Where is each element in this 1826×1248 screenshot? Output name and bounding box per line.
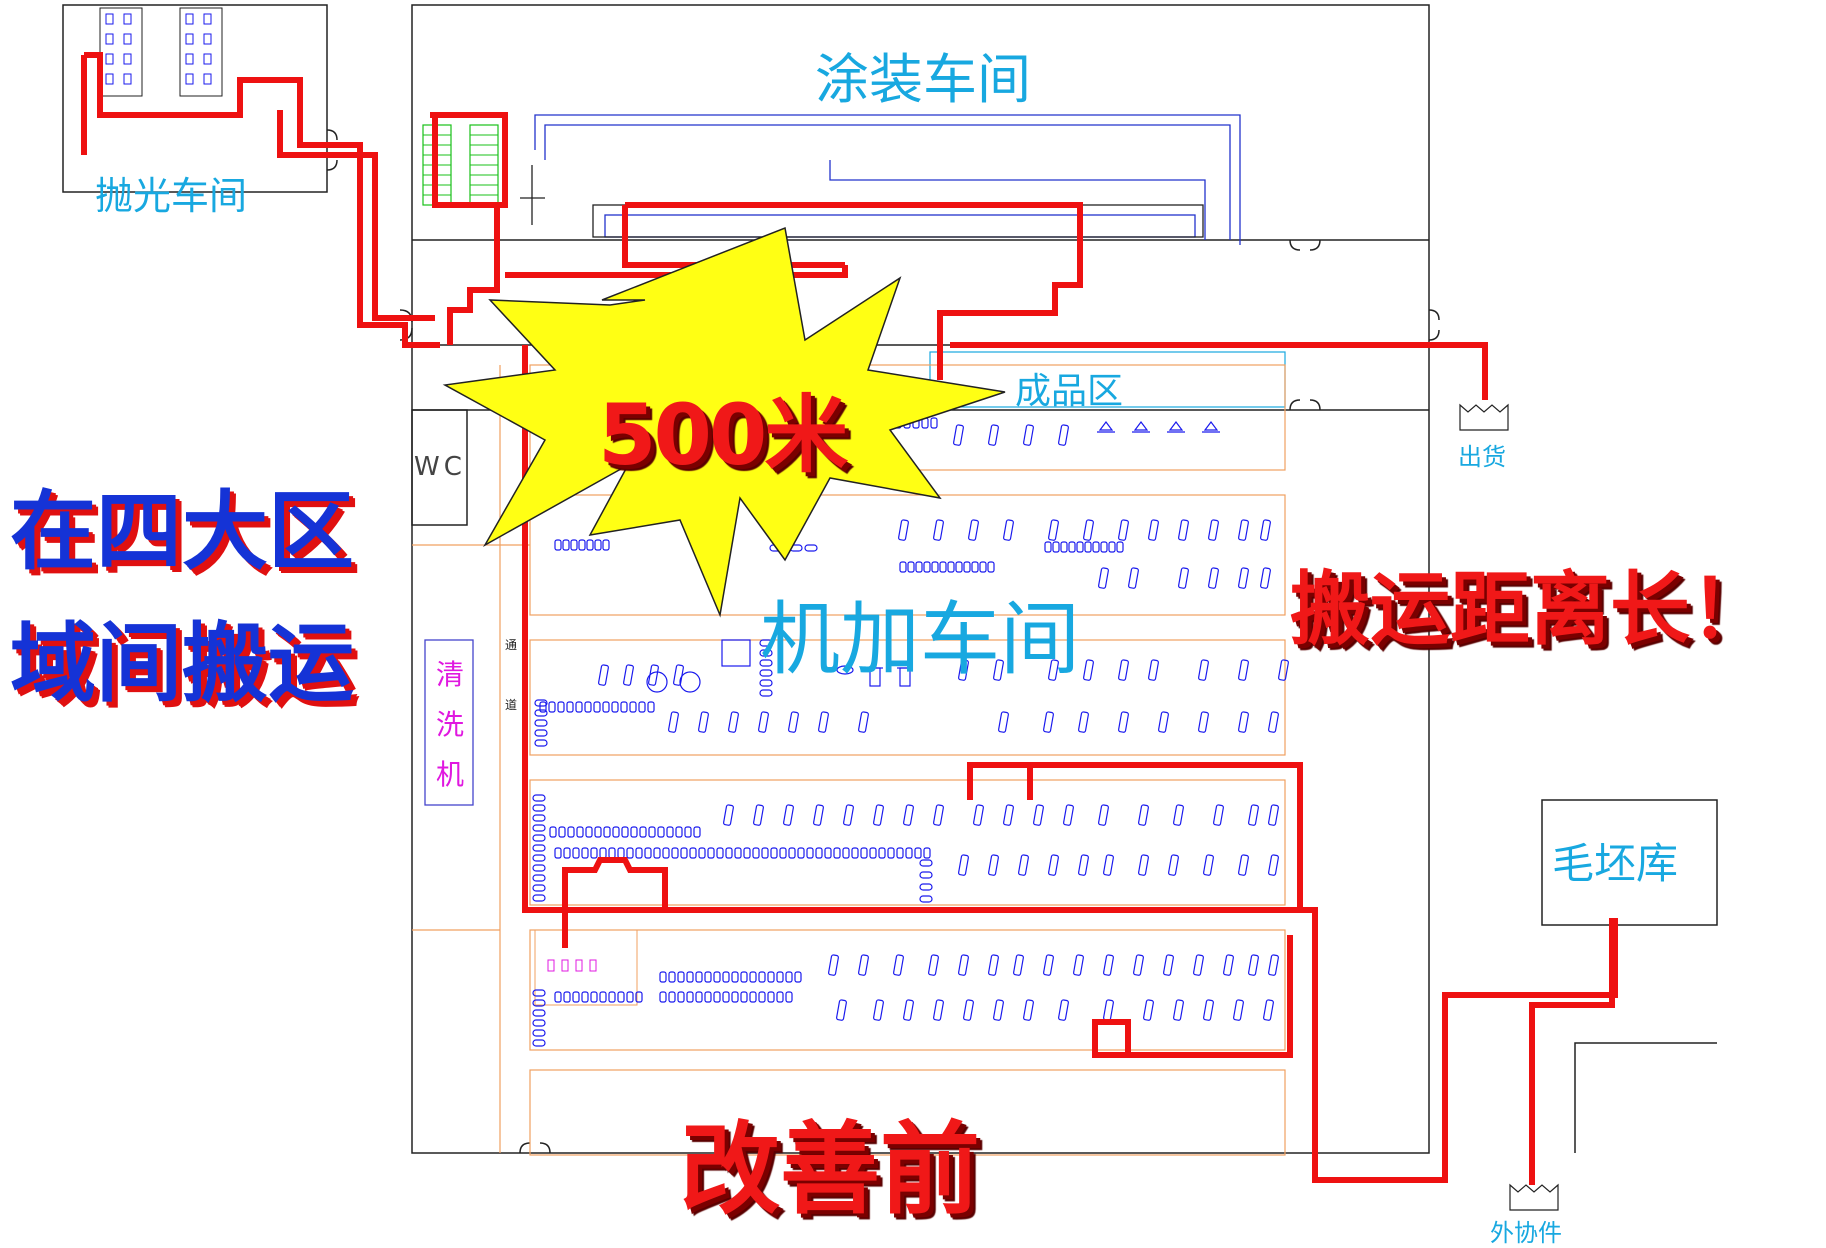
left-note-line1: 在四大区 [10,482,354,582]
long-distance-note: 搬运距离长！ [1290,563,1770,656]
outsourcing-exit-icon [1509,1183,1559,1211]
shipping-label: 出货 [1458,443,1506,471]
polishing-workshop-outline [62,4,328,193]
passage-label: 通道 [505,638,518,712]
blank-store-label: 毛坯库 [1552,839,1679,888]
polishing-workshop-label: 抛光车间 [95,174,248,218]
finished-goods-label: 成品区 [1015,371,1124,412]
distance-burst-shape [442,226,1006,618]
washer-box [424,639,474,806]
painting-workshop-label: 涂装车间 [815,48,1031,111]
wc-label: WC [414,452,466,482]
wc-box [411,409,468,526]
machine-icons [532,417,1289,1047]
shipping-exit-icon [1459,403,1509,431]
outsourcing-label: 外协件 [1490,1219,1562,1247]
machining-workshop-label: 机加车间 [760,593,1080,686]
washer-label: 清洗机 [436,658,465,791]
left-note-line2: 域间搬运 [10,614,354,714]
distance-callout: 500米 [598,386,848,484]
painting-conveyor [534,114,1241,245]
transport-routes [81,52,1618,1185]
exit-symbols [1459,403,1559,1211]
main-factory-outline [411,4,1430,1154]
before-improvement-title: 改善前 [680,1111,980,1228]
blank-store-outline [1541,799,1718,926]
